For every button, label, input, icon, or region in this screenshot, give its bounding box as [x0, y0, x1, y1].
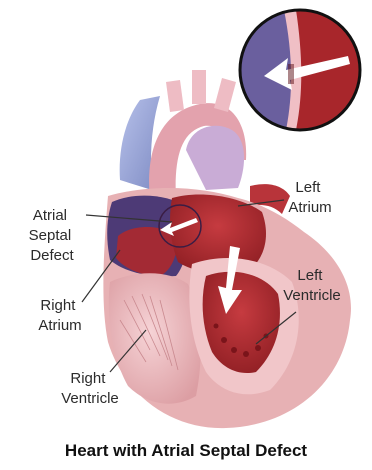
diagram-caption: Heart with Atrial Septal Defect [65, 441, 307, 460]
inset-hole [288, 64, 294, 84]
label-left-atrium: Left Atrium [288, 179, 331, 216]
aortic-branch-2 [192, 70, 206, 104]
label-right-ventricle: Right Ventricle [61, 370, 119, 407]
aortic-branch-3 [214, 78, 236, 112]
label-right-atrium: Right Atrium [38, 297, 81, 334]
label-asd: Atrial Septal Defect [29, 207, 76, 264]
pulmonary-trunk [186, 126, 244, 190]
magnified-inset [240, 10, 360, 130]
right-ventricle [109, 273, 201, 403]
aortic-branch-1 [166, 80, 184, 112]
